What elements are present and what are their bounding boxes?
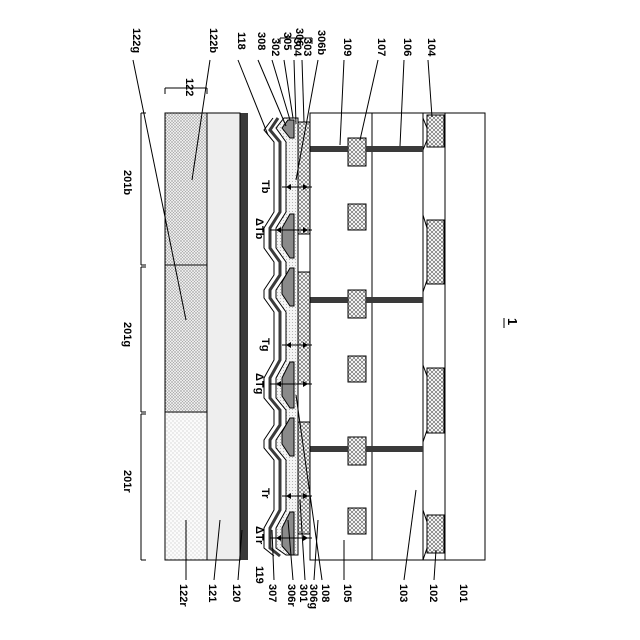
- island-b: [427, 220, 444, 284]
- label-118: 118: [235, 32, 247, 50]
- label-106: 106: [401, 38, 413, 56]
- label-107: 107: [375, 38, 387, 56]
- label-122r: 122r: [177, 584, 189, 607]
- label-Tr: Tr: [259, 488, 271, 499]
- label-102: 102: [427, 584, 439, 602]
- label-dTg: ΔTg: [253, 373, 265, 394]
- label-201r: 201r: [121, 470, 133, 493]
- label-306r: 306r: [285, 584, 297, 607]
- label-Tg: Tg: [259, 338, 271, 351]
- label-1: 1: [505, 318, 520, 325]
- layer-108: [310, 113, 372, 560]
- label-121: 121: [206, 584, 218, 602]
- substrate-101: [445, 113, 485, 560]
- label-dTb: ΔTb: [253, 218, 265, 240]
- label-302: 302: [269, 38, 281, 56]
- label-308: 308: [255, 32, 267, 50]
- island-d: [427, 515, 444, 553]
- region-brackets: [141, 113, 146, 560]
- label-105: 105: [341, 584, 353, 602]
- color-filter-122g: [165, 265, 207, 412]
- label-103: 103: [397, 584, 409, 602]
- label-Tb: Tb: [259, 180, 271, 194]
- label-307: 307: [266, 584, 278, 602]
- label-119: 119: [253, 566, 265, 584]
- label-122g: 122g: [130, 28, 142, 53]
- label-dTr: ΔTr: [253, 526, 265, 545]
- island-c: [427, 368, 444, 433]
- label-201b: 201b: [121, 170, 133, 195]
- thickness-labels: Tb ΔTb Tg ΔTg Tr ΔTr: [253, 180, 271, 545]
- label-122b: 122b: [207, 28, 219, 53]
- label-306b: 306b: [315, 30, 327, 55]
- layer-102: [423, 113, 445, 560]
- top-labels: 306 122 122g 122b 118 308 302 305 304 30…: [130, 28, 437, 96]
- label-120: 120: [230, 584, 242, 602]
- color-filter-122b: [165, 113, 207, 265]
- label-109: 109: [341, 38, 353, 56]
- label-201g: 201g: [121, 322, 133, 347]
- island-a: [427, 115, 444, 147]
- label-101: 101: [457, 584, 469, 602]
- layer-121: [207, 113, 240, 560]
- label-104: 104: [425, 38, 437, 57]
- label-108: 108: [319, 584, 331, 602]
- label-122: 122: [183, 78, 195, 96]
- label-306g: 306g: [307, 584, 319, 609]
- label-303: 303: [301, 38, 313, 56]
- bottom-labels: 122r 121 120 119 307 306r 301 306g 108 1…: [177, 566, 469, 609]
